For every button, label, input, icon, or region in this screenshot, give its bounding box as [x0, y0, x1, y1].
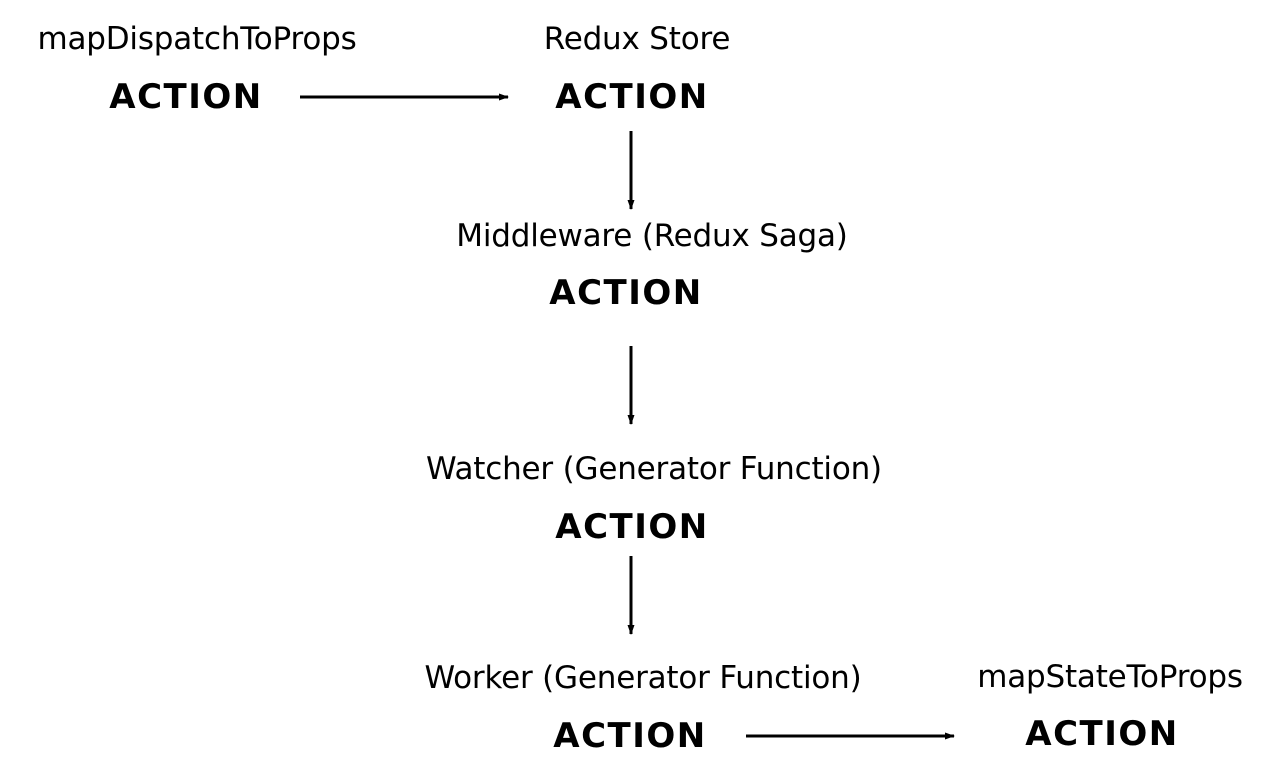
node-store-action: ACTION — [555, 77, 709, 117]
node-dispatch-label: mapDispatchToProps — [37, 21, 357, 57]
node-worker-action: ACTION — [553, 716, 707, 756]
node-worker-label: Worker (Generator Function) — [424, 660, 862, 696]
node-watcher-label: Watcher (Generator Function) — [426, 451, 882, 487]
node-store-label: Redux Store — [543, 21, 731, 57]
node-state-label: mapStateToProps — [977, 659, 1243, 695]
node-watcher-action: ACTION — [555, 507, 709, 547]
node-middleware-label: Middleware (Redux Saga) — [456, 218, 848, 254]
node-dispatch-action: ACTION — [109, 77, 263, 117]
node-middleware-action: ACTION — [549, 273, 703, 313]
node-state-action: ACTION — [1025, 714, 1179, 754]
